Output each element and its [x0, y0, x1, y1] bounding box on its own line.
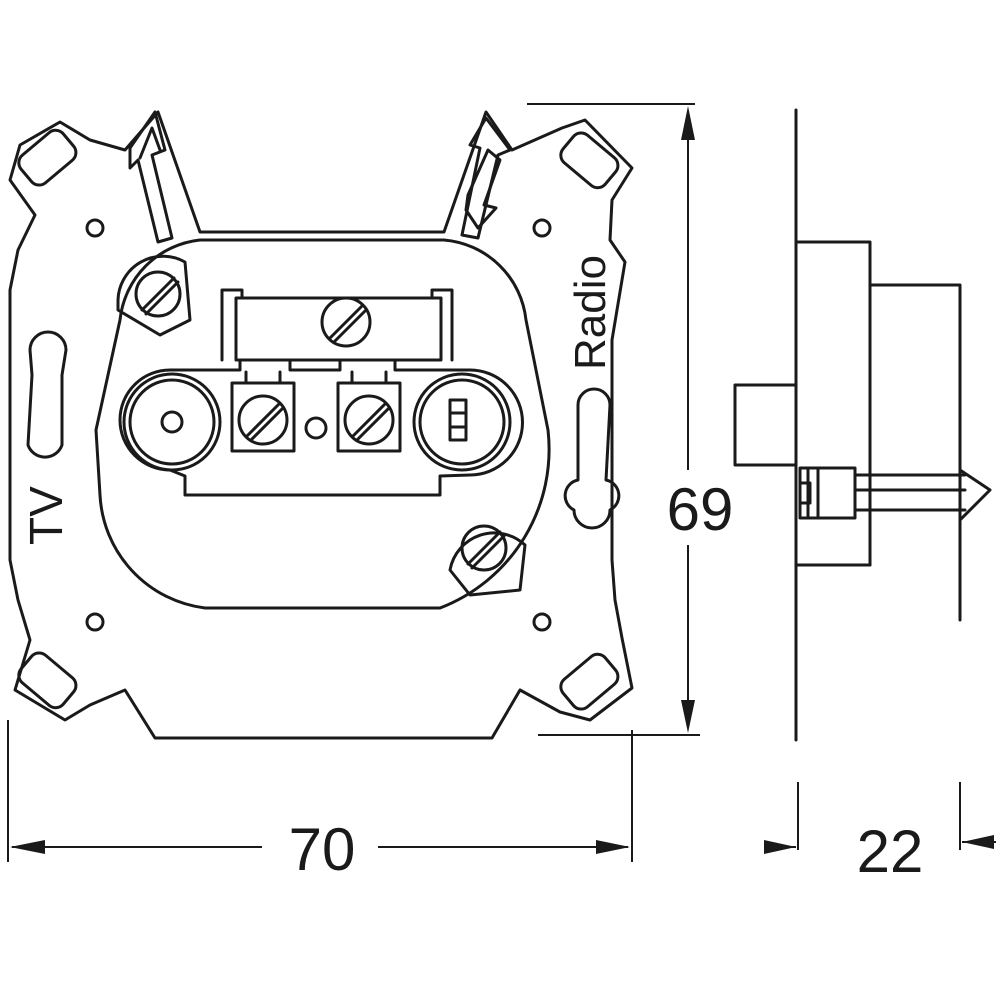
mounting-plate-outline	[8, 110, 634, 740]
fixing-screw-top	[116, 254, 192, 337]
hole-bottom-left	[85, 612, 105, 632]
slot-right	[563, 387, 621, 530]
side-view	[733, 108, 992, 742]
terminal-bridge	[220, 288, 454, 362]
socket-body	[94, 238, 551, 610]
radio-label: Radio	[566, 255, 615, 370]
terminal-screw-left	[230, 370, 296, 453]
tv-label: TV	[20, 486, 72, 545]
fixing-screw-bottom	[448, 524, 527, 597]
width-value: 70	[289, 816, 356, 883]
depth-value: 22	[857, 818, 924, 885]
height-value: 69	[667, 476, 734, 543]
corner-slot-bottom-right	[559, 652, 620, 711]
width-dimension: 70	[7, 720, 633, 883]
tv-port	[122, 372, 222, 472]
slot-left	[26, 330, 68, 459]
front-view: TV Radio	[8, 110, 634, 740]
radio-port	[412, 372, 512, 472]
hole-bottom-right	[532, 612, 552, 632]
corner-slot-bottom-left	[17, 651, 78, 710]
hole-top-left	[85, 218, 105, 238]
claw-arrow-left	[128, 110, 174, 244]
terminal-screw-right	[336, 370, 402, 453]
hole-top-right	[532, 218, 552, 238]
height-dimension: 69	[527, 103, 734, 736]
corner-slot-top-left	[17, 128, 78, 187]
corner-slot-top-right	[559, 131, 620, 190]
depth-dimension: 22	[764, 782, 996, 885]
center-hole	[304, 416, 328, 440]
claw-arrow-right	[460, 116, 512, 240]
